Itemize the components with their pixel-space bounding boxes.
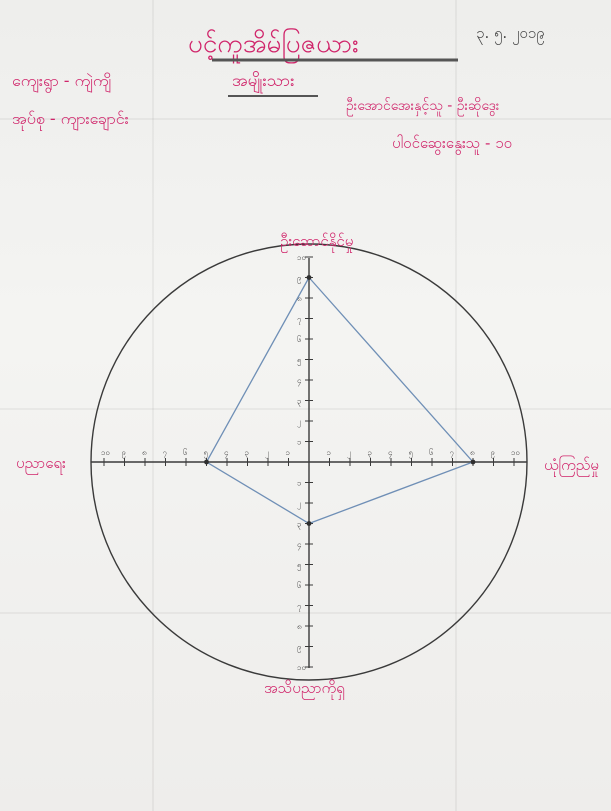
axis-ticks: ၁၂၃၄၅၆၇၈၉၁၀၁၂၃၄၅၆၇၈၉၁၀၁၂၃၄၅၆၇၈၉၁၀၁၂၃၄၅၆၇… xyxy=(101,253,520,672)
radar-points xyxy=(204,275,476,526)
village-label: ကျေးရွာ - ကျဲကျိ xyxy=(12,71,111,93)
tick-label-up-6: ၆ xyxy=(297,334,302,344)
tick-label-left-7: ၇ xyxy=(163,448,168,459)
paper-fold xyxy=(152,0,154,811)
tick-label-up-1: ၁ xyxy=(297,438,302,447)
subject-label: အမျိုးသား xyxy=(232,71,295,94)
tick-label-up-5: ၅ xyxy=(297,356,302,367)
tick-label-left-3: ၃ xyxy=(245,448,250,459)
paper-fold xyxy=(455,0,457,811)
tick-label-left-5: ၅ xyxy=(204,448,209,459)
tick-label-right-10: ၁၀ xyxy=(511,448,520,457)
poster-title: ပင့်ကူအိမ်ပြဇယား xyxy=(188,26,359,64)
radar-point-2 xyxy=(470,459,476,465)
radar-point-3 xyxy=(306,521,312,526)
tick-label-right-8: ၈ xyxy=(470,448,475,457)
tick-label-down-5: ၅ xyxy=(297,561,302,572)
tick-label-up-10: ၁၀ xyxy=(297,253,306,262)
tick-label-down-7: ၇ xyxy=(297,602,302,613)
participants-line-1: ဦးအောင်အေးနှင့်သူ - ဦးဆိုဒွေး xyxy=(346,98,500,116)
tick-label-down-3: ၃ xyxy=(297,520,302,531)
radar-point-4 xyxy=(204,459,209,465)
tick-label-up-2: ၂ xyxy=(297,417,301,428)
tick-label-up-8: ၈ xyxy=(297,294,302,303)
tick-label-up-3: ၃ xyxy=(297,397,302,408)
tick-label-down-1: ၁ xyxy=(297,479,302,488)
axis-label-left: ပညာရေး xyxy=(16,454,66,475)
tick-label-down-4: ၄ xyxy=(297,540,302,551)
tick-label-down-8: ၈ xyxy=(297,622,302,631)
tick-label-right-9: ၉ xyxy=(491,448,496,459)
radar-polygon xyxy=(205,276,475,525)
tick-label-right-6: ၆ xyxy=(429,447,434,457)
tick-label-left-8: ၈ xyxy=(142,448,147,457)
tick-label-left-2: ၂ xyxy=(265,448,269,459)
township-label: အုပ်စု - ကျားချောင်း xyxy=(12,109,129,131)
axis-label-right: ယုံကြည်မှု xyxy=(544,455,599,477)
radar-point-1 xyxy=(306,275,312,280)
tick-label-left-1: ၁ xyxy=(286,448,291,457)
tick-label-left-4: ၄ xyxy=(224,448,229,459)
paper-fold xyxy=(0,118,611,120)
tick-label-down-2: ၂ xyxy=(297,499,301,510)
tick-label-right-5: ၅ xyxy=(409,448,414,459)
poster-date: ၃. ၅. ၂၀၁၉ xyxy=(476,24,545,45)
axis-label-top: ဦးဆောင်နိုင်မှု xyxy=(280,232,353,253)
tick-label-right-4: ၄ xyxy=(388,448,393,459)
tick-label-right-7: ၇ xyxy=(450,448,455,459)
tick-label-up-9: ၉ xyxy=(297,274,302,285)
tick-label-up-4: ၄ xyxy=(297,376,302,387)
tick-label-down-9: ၉ xyxy=(297,643,302,654)
axis-label-bottom: အသိပညာကိုရှ xyxy=(264,679,345,700)
tick-label-up-7: ၇ xyxy=(297,315,302,326)
paper-fold xyxy=(0,408,611,410)
tick-label-left-6: ၆ xyxy=(183,447,188,457)
tick-label-right-3: ၃ xyxy=(368,448,373,459)
participants-line-2: ပါဝင်ဆွေးနွေးသူ - ၁၀ xyxy=(392,134,512,155)
tick-label-right-2: ၂ xyxy=(347,448,351,459)
tick-label-right-1: ၁ xyxy=(327,448,332,457)
tick-label-down-10: ၁၀ xyxy=(297,663,306,672)
tick-label-left-10: ၁၀ xyxy=(101,448,110,457)
tick-label-down-6: ၆ xyxy=(297,580,302,590)
paper-fold xyxy=(0,612,611,614)
tick-label-left-9: ၉ xyxy=(122,448,127,459)
